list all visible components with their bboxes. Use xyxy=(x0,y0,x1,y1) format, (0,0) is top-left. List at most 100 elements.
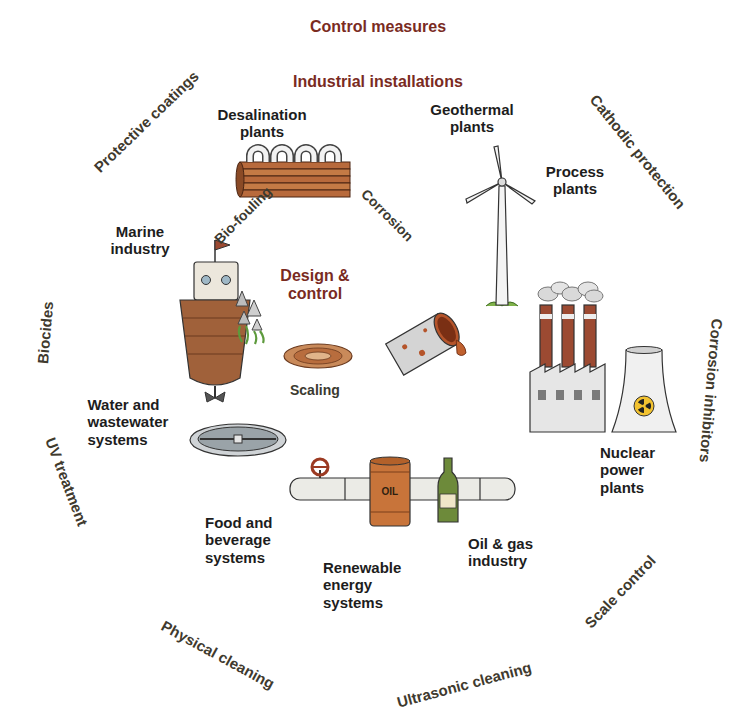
problems-ring: Design & controlBio-foulingCorrosionScal… xyxy=(195,167,435,407)
pipeline xyxy=(370,512,410,513)
control-measure: Scale control xyxy=(581,551,659,631)
text-slot: Biocides xyxy=(14,324,77,341)
factory xyxy=(574,390,582,400)
wastewater-clarifier xyxy=(190,424,286,456)
installation-label: Renewable energy systems xyxy=(323,559,413,611)
text-slot: Renewable energy systems xyxy=(323,559,413,611)
desalination-pipes xyxy=(250,148,266,162)
pipeline xyxy=(370,457,410,465)
wind-turbine xyxy=(466,182,502,203)
cooling-tower xyxy=(612,347,676,433)
biofouling-barnacles xyxy=(239,326,264,344)
ship xyxy=(194,262,238,300)
text-slot: Bio-fouling xyxy=(206,207,280,223)
desalination-pipes xyxy=(298,148,314,162)
factory xyxy=(530,282,605,432)
text-slot: Scaling xyxy=(290,382,340,398)
pipeline xyxy=(312,466,328,468)
factory xyxy=(592,390,600,400)
installation-label: Desalination plants xyxy=(212,106,312,141)
circle-outline xyxy=(68,51,688,671)
cooling-tower xyxy=(638,397,647,406)
biofouling-barnacles xyxy=(247,300,261,316)
wind-turbine xyxy=(466,146,535,306)
text-slot: Corrosion xyxy=(354,207,421,223)
corroded-pipe xyxy=(386,309,471,386)
pipeline xyxy=(290,457,515,526)
text-slot: Corrosion inhibitors xyxy=(639,382,756,399)
text-slot: Marine industry xyxy=(103,223,178,258)
ship xyxy=(205,392,225,402)
control-measure: Biocides xyxy=(33,300,56,364)
corroded-pipe xyxy=(418,349,426,357)
installation-label: Marine industry xyxy=(103,223,178,258)
wind-turbine xyxy=(498,178,506,186)
wind-turbine xyxy=(494,146,502,182)
text-slot: Desalination plants xyxy=(212,106,312,141)
corroded-pipe xyxy=(451,338,468,357)
factory xyxy=(540,314,552,319)
desalination-pipes xyxy=(322,148,338,162)
corroded-pipe xyxy=(422,328,427,333)
installation-label: Process plants xyxy=(538,163,613,198)
desalination-pipes xyxy=(298,148,314,162)
corroded-pipe xyxy=(401,343,408,350)
wastewater-clarifier xyxy=(234,435,242,443)
ship xyxy=(214,386,216,398)
ship xyxy=(202,276,211,285)
pipeline xyxy=(440,494,456,508)
cooling-tower xyxy=(638,397,653,413)
wind-turbine xyxy=(496,186,508,305)
scaling-deposit xyxy=(284,344,352,368)
ship xyxy=(180,240,250,402)
text-slot: Nuclear power plants xyxy=(600,444,666,496)
biofouling-barnacles xyxy=(236,291,248,306)
text-slot: Ultrasonic cleaning xyxy=(395,676,533,693)
pipeline xyxy=(344,478,345,500)
scaling-deposit xyxy=(305,352,331,360)
circle-outline xyxy=(20,3,736,719)
pipeline xyxy=(438,458,458,522)
text-slot: Oil & gas industry xyxy=(468,535,548,570)
text-slot: Water and wastewater systems xyxy=(88,396,183,448)
pipeline xyxy=(479,478,480,500)
control-measure: Corrosion inhibitors xyxy=(696,318,726,463)
ship xyxy=(183,318,248,319)
desalination-pipes xyxy=(240,162,350,169)
corroded-pipe xyxy=(434,314,460,345)
control-measures-ring: Design & controlBio-foulingCorrosionScal… xyxy=(20,3,736,719)
circle-outline xyxy=(69,52,688,671)
text-slot: Physical cleaning xyxy=(155,646,281,663)
circle-outline xyxy=(196,168,435,407)
control-measure: Cathodic protection xyxy=(587,91,690,212)
text-slot: UV treatment xyxy=(20,473,113,490)
control-measure: UV treatment xyxy=(41,434,91,527)
factory xyxy=(540,305,552,367)
installation-label: Nuclear power plants xyxy=(600,444,666,496)
text-slot: Design & control xyxy=(275,267,355,304)
wastewater-clarifier xyxy=(190,424,286,456)
factory xyxy=(562,314,574,319)
pipeline xyxy=(370,460,410,526)
scaling-deposit xyxy=(284,344,352,368)
problem-label: Bio-fouling xyxy=(211,183,275,247)
circle-outline xyxy=(21,4,735,718)
ship xyxy=(180,300,250,385)
cooling-tower xyxy=(634,396,654,416)
factory xyxy=(556,390,564,400)
factory xyxy=(584,314,596,319)
design-core: Design & control xyxy=(230,202,400,372)
text-slot: Industrial installations xyxy=(293,73,463,91)
installations-circle: Design & controlBio-foulingCorrosionScal… xyxy=(68,51,688,671)
factory xyxy=(538,390,546,400)
factory xyxy=(530,364,605,432)
biofouling-barnacles xyxy=(252,319,262,330)
desalination-pipes xyxy=(322,148,338,162)
biofouling-barnacles xyxy=(238,311,250,324)
text-slot: Control measures xyxy=(310,18,446,36)
installation-label: Food and beverage systems xyxy=(205,514,285,566)
installation-label: Geothermal plants xyxy=(425,101,520,136)
biofouling-barnacles xyxy=(236,291,264,344)
desalination-pipes xyxy=(250,148,266,162)
